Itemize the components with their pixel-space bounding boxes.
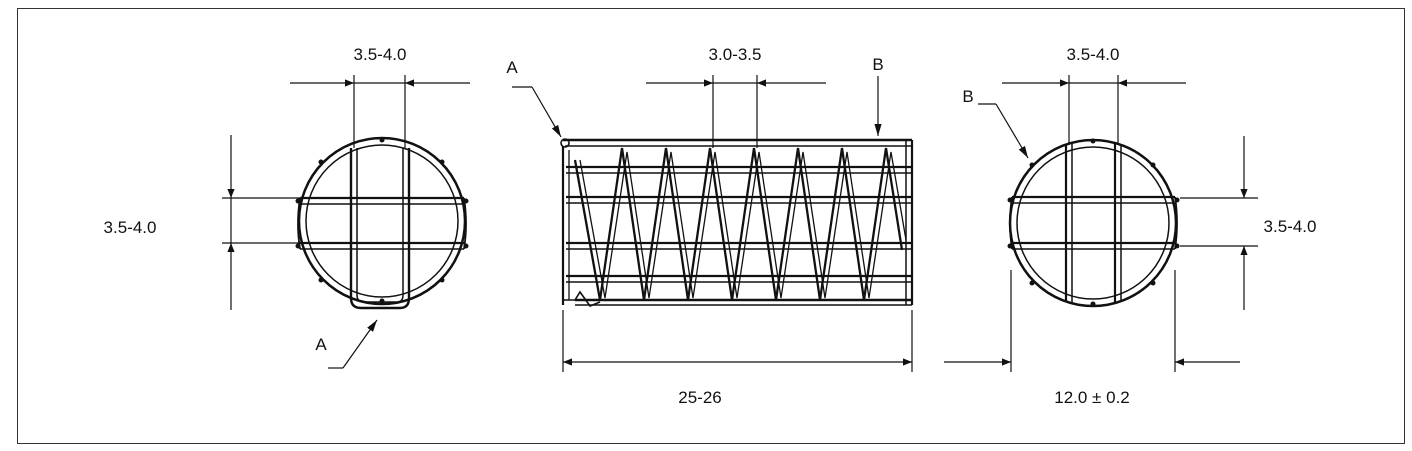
side-callout-a-leader — [512, 86, 562, 138]
side-view-cylinder — [560, 138, 914, 307]
right-end-view — [1007, 138, 1180, 308]
side-helix-back — [579, 151, 907, 299]
left-inner-ring — [305, 144, 459, 298]
side-length-dim-label: 25-26 — [678, 388, 721, 407]
side-end-ring — [560, 138, 570, 148]
side-callout-a-label: A — [506, 58, 518, 77]
side-length-dimension — [562, 310, 913, 372]
left-u-wire — [349, 148, 411, 310]
left-top-dimension — [290, 75, 470, 148]
right-side-dimension — [1180, 136, 1258, 310]
side-top-dimension — [646, 75, 826, 148]
left-callout-a-leader — [328, 319, 378, 369]
side-helix-front — [573, 147, 904, 301]
right-side-dim-label: 3.5-4.0 — [1264, 217, 1317, 236]
right-top-dimension — [1002, 75, 1186, 145]
side-top-dim-label: 3.0-3.5 — [709, 45, 762, 64]
left-callout-a-label: A — [315, 335, 327, 354]
right-top-dim-label: 3.5-4.0 — [1067, 45, 1120, 64]
left-end-view — [295, 136, 469, 310]
left-side-dim-label: 3.5-4.0 — [104, 218, 157, 237]
right-callout-b-label: B — [962, 87, 973, 106]
left-side-dimension — [222, 135, 300, 310]
right-callout-b-leader — [978, 103, 1029, 159]
right-diameter-dimension — [944, 270, 1240, 372]
left-top-dim-label: 3.5-4.0 — [354, 45, 407, 64]
right-diameter-dim-label: 12.0 ± 0.2 — [1054, 388, 1130, 407]
side-callout-b-label: B — [872, 55, 883, 74]
right-inner-ring — [1016, 146, 1170, 300]
